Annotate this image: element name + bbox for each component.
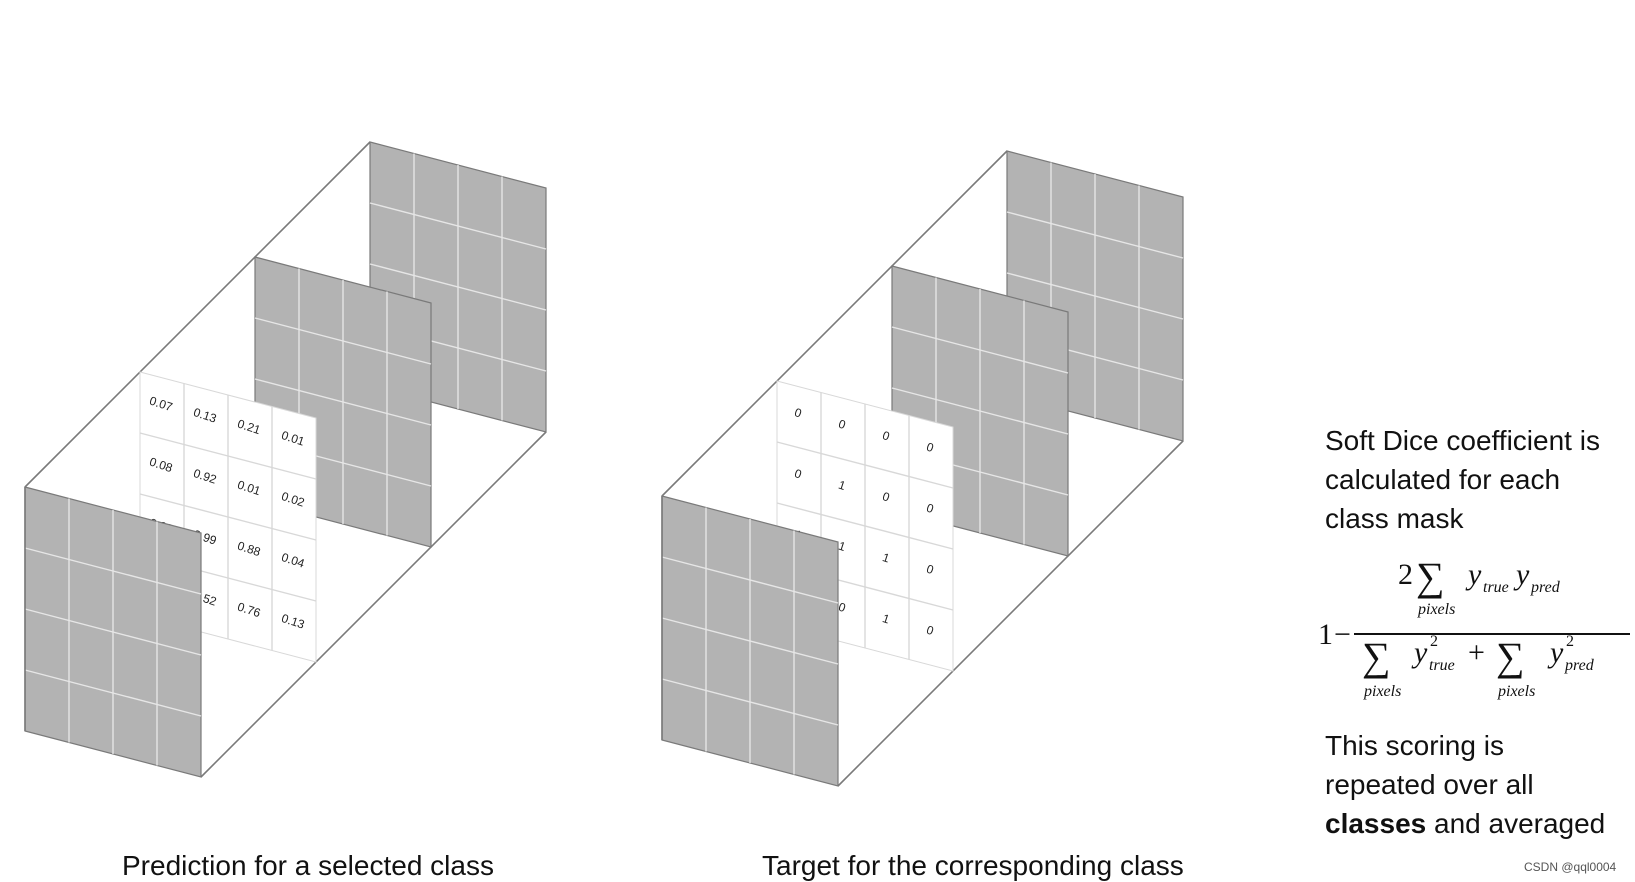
- formula-sub-pixels-denominator-1: pixels: [1363, 683, 1401, 700]
- explanation-line-6-rest: and averaged: [1426, 808, 1606, 839]
- formula-sigma-denominator-1: ∑: [1362, 634, 1391, 679]
- prediction-box-edge: [24, 141, 371, 488]
- explanation-top: Soft Dice coefficient is calculated for …: [1325, 421, 1600, 538]
- formula-y-pred-squared: y: [1547, 636, 1564, 669]
- formula-sub-pred: pred: [1530, 579, 1561, 596]
- prediction-grid-line: [24, 669, 202, 717]
- target-cell-value: 0: [925, 623, 936, 638]
- explanation-line-1: Soft Dice coefficient is: [1325, 425, 1600, 456]
- explanation-line-2: calculated for each: [1325, 464, 1561, 495]
- formula-one: 1: [1318, 618, 1333, 651]
- prediction-grid-line: [139, 493, 317, 541]
- formula-y-pred: y: [1513, 558, 1530, 591]
- formula-plus: +: [1468, 636, 1485, 669]
- target-cell-value: 0: [881, 428, 892, 443]
- target-cell-value: 0: [793, 405, 804, 420]
- target-box-edge: [837, 440, 1184, 787]
- target-cell-value: 0: [925, 562, 936, 577]
- formula-two: 2: [1398, 558, 1413, 591]
- formula-sigma-numerator: ∑: [1416, 554, 1445, 599]
- target-grid-line: [1006, 272, 1184, 320]
- prediction-cell-value: 0.88: [236, 539, 263, 560]
- prediction-caption: Prediction for a selected class: [122, 850, 494, 881]
- explanation-line-5: repeated over all: [1325, 769, 1534, 800]
- target-cell-value: 0: [925, 501, 936, 516]
- explanation-classes-bold: classes: [1325, 808, 1427, 839]
- target-caption: Target for the corresponding class: [762, 850, 1184, 881]
- prediction-grid-line: [254, 378, 432, 426]
- prediction-cell-value: 0.02: [280, 489, 307, 510]
- formula-sigma-denominator-2: ∑: [1496, 634, 1525, 679]
- explanation-line-6: classes and averaged: [1325, 804, 1605, 843]
- target-cell-value: 0: [837, 600, 848, 615]
- target-grid-line: [891, 387, 1069, 435]
- prediction-grid-line: [369, 263, 547, 311]
- prediction-volume: 0.070.130.210.010.080.920.010.020.890.99…: [24, 141, 547, 778]
- target-cell-value: 1: [837, 539, 848, 554]
- prediction-cell-value: 0.01: [280, 428, 307, 449]
- target-cell-value: 1: [881, 611, 892, 626]
- target-grid-line: [776, 502, 954, 550]
- prediction-cell-value: 0.08: [148, 455, 175, 476]
- formula-sup-two-pred: 2: [1566, 633, 1574, 650]
- target-cell-value: 1: [837, 478, 848, 493]
- target-cell-value: 0: [837, 417, 848, 432]
- target-volume: 0000010011100010: [661, 150, 1184, 787]
- prediction-box-edge: [200, 431, 547, 778]
- prediction-cell-value: 0.76: [236, 600, 263, 621]
- watermark: CSDN @qql0004: [1524, 860, 1617, 874]
- prediction-cell-value: 0.92: [192, 466, 219, 487]
- formula-sub-pixels-numerator: pixels: [1417, 601, 1455, 618]
- prediction-cell-value: 0.07: [148, 394, 175, 415]
- explanation-line-4: This scoring is: [1325, 730, 1504, 761]
- formula-minus: −: [1334, 618, 1351, 651]
- prediction-cell-value: 0.21: [236, 417, 263, 438]
- formula-y-true-squared: y: [1411, 636, 1428, 669]
- soft-dice-formula: 2 ∑ pixels y true y pred 1 − ∑ pixels y …: [1318, 554, 1630, 700]
- formula-sub-pred-denominator: pred: [1564, 657, 1595, 674]
- target-box-edge: [661, 150, 1008, 497]
- target-cell-value: 0: [881, 489, 892, 504]
- target-cell-value: 0: [793, 466, 804, 481]
- target-cell-value: 0: [925, 440, 936, 455]
- explanation-bottom: This scoring is repeated over all classe…: [1325, 726, 1605, 843]
- prediction-cell-value: 0.13: [192, 405, 219, 426]
- formula-sup-two-true: 2: [1430, 633, 1438, 650]
- target-grid-line: [661, 617, 839, 665]
- formula-sub-pixels-denominator-2: pixels: [1497, 683, 1535, 700]
- prediction-cell-value: 0.13: [280, 611, 307, 632]
- formula-sub-true: true: [1483, 579, 1509, 596]
- target-cell-value: 1: [881, 550, 892, 565]
- formula-sub-true-denominator: true: [1429, 657, 1455, 674]
- target-grid-line: [661, 678, 839, 726]
- explanation-line-3: class mask: [1325, 503, 1464, 534]
- prediction-cell-value: 0.01: [236, 478, 263, 499]
- prediction-cell-value: 0.04: [280, 550, 307, 571]
- prediction-grid-line: [24, 608, 202, 656]
- formula-y-true: y: [1465, 558, 1482, 591]
